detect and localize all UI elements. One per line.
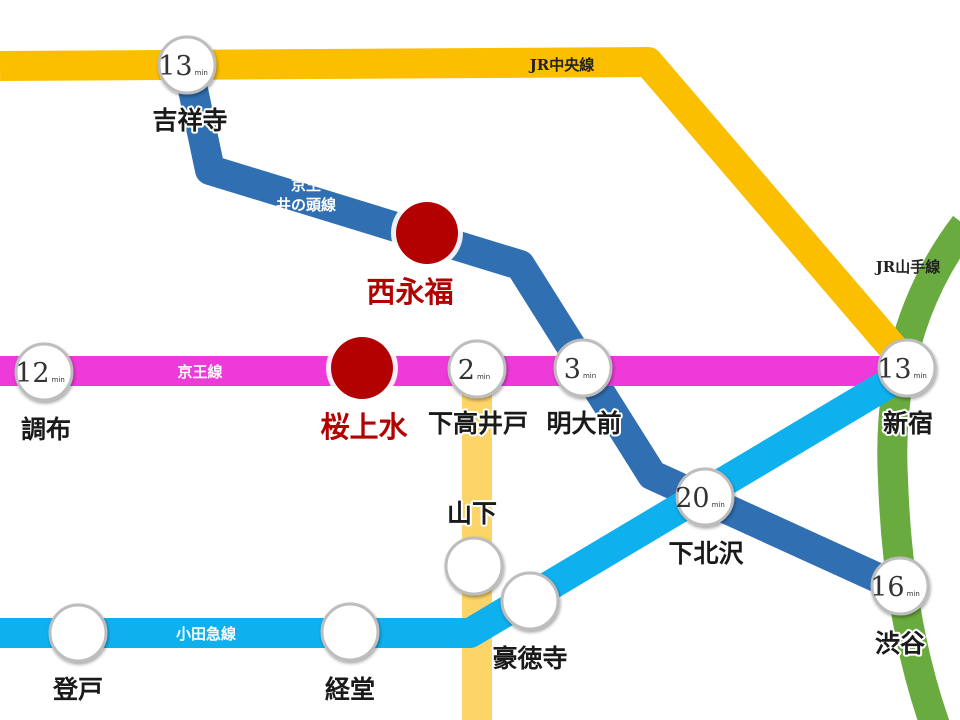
- station-name-gotokuji: 豪徳寺: [492, 644, 567, 673]
- station-nishieifuku[interactable]: 西永福: [364, 197, 463, 311]
- station-name-meidaimae: 明大前: [546, 409, 621, 438]
- station-gotokuji[interactable]: 豪徳寺: [490, 571, 570, 675]
- station-name-yamashita: 山下: [447, 499, 497, 528]
- station-kyodo[interactable]: 経堂: [320, 602, 380, 706]
- station-marker: [320, 602, 380, 662]
- station-marker: [553, 338, 613, 398]
- keio-inokashira-label-line1: 京王: [291, 176, 321, 194]
- station-marker: [444, 536, 504, 596]
- station-noborito[interactable]: 登戸: [48, 603, 108, 706]
- station-marker: [14, 342, 74, 402]
- station-marker: [447, 339, 507, 399]
- highlight-station-marker: [396, 202, 458, 264]
- station-name-shimokitazawa: 下北沢: [668, 539, 744, 568]
- station-name-nishieifuku: 西永福: [366, 275, 453, 309]
- jr-chuo-label: JR中央線: [528, 56, 595, 74]
- station-marker: [157, 35, 217, 95]
- station-yamashita[interactable]: 山下: [444, 497, 504, 596]
- station-marker: [48, 603, 108, 663]
- station-marker: [500, 571, 560, 631]
- station-name-noborito: 登戸: [52, 675, 103, 704]
- station-name-kichijoji: 吉祥寺: [152, 106, 227, 135]
- station-marker: [870, 556, 930, 616]
- keio-inokashira-label-line2: 井の頭線: [276, 196, 336, 214]
- station-name-shibuya: 渋谷: [875, 629, 926, 658]
- highlight-station-marker: [331, 337, 393, 399]
- station-sakurajosui[interactable]: 桜上水: [318, 332, 410, 446]
- station-name-chofu: 調布: [21, 415, 71, 444]
- station-name-sakurajosui: 桜上水: [320, 410, 408, 444]
- odakyu-line-label: 小田急線: [176, 625, 236, 643]
- keio-inokashira-line: [173, 62, 907, 602]
- jr-yamanote-label: JR山手線: [874, 258, 941, 276]
- station-name-shimotakaido: 下高井戸: [428, 409, 528, 438]
- station-name-shinjuku: 新宿: [883, 409, 933, 438]
- station-marker: [877, 338, 937, 398]
- odakyu-line: [0, 359, 916, 648]
- keio-line-label: 京王線: [177, 363, 222, 381]
- station-name-kyodo: 経堂: [325, 675, 375, 704]
- station-marker: [675, 467, 735, 527]
- jr-yamanote-line: [877, 215, 960, 720]
